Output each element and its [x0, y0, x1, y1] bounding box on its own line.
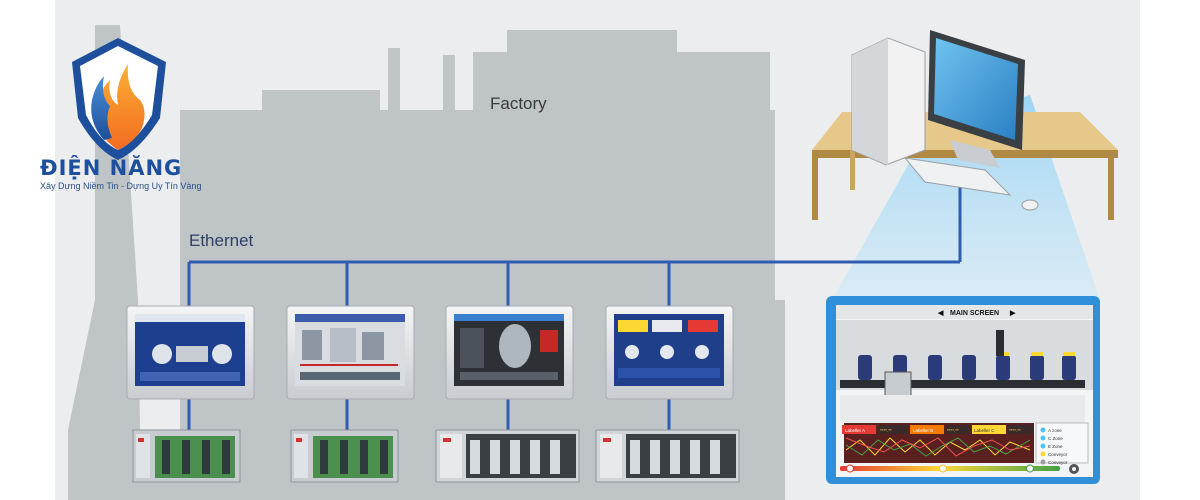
brand-tagline: Xây Dựng Niềm Tin - Dựng Uy Tín Vàng [40, 181, 202, 191]
legend-c-zone: C Zone [1048, 436, 1063, 441]
next-screen-arrow-icon[interactable]: ▶ [1009, 310, 1016, 317]
ethernet-label: Ethernet [189, 231, 254, 250]
prev-screen-arrow-icon[interactable]: ◀ [937, 310, 944, 317]
hmi-panel-icon [605, 305, 734, 400]
ethernet-network [187, 180, 962, 432]
tab-labeller-c[interactable]: Labeller C [974, 428, 995, 433]
hmi-panel-icon [286, 305, 415, 400]
shield-flame-logo [72, 38, 166, 160]
legend-e-zone: E Zone [1048, 444, 1063, 449]
main-screen-title: MAIN SCREEN [950, 310, 999, 317]
main-screen-tabs: Labeller A ****.** Labeller B ****.** La… [842, 425, 1034, 434]
legend-a-zone: A zone [1048, 428, 1062, 433]
tab-labeller-a[interactable]: Labeller A [845, 428, 865, 433]
factory-label: Factory [490, 94, 547, 113]
tab-value-a: ****.** [880, 428, 892, 433]
plc-module-icon [290, 429, 399, 483]
brand-name: ĐIỆN NĂNG [40, 156, 183, 180]
tab-value-b: ****.** [947, 428, 959, 433]
legend-conveyor-2: Conveyor [1048, 460, 1068, 465]
main-screen-legend: A zone C Zone E Zone Conveyor Conveyor [1040, 427, 1068, 465]
tab-value-c: ****.** [1009, 428, 1021, 433]
desktop-computer-icon [812, 30, 1118, 220]
hmi-panel-icon [445, 305, 574, 400]
tab-labeller-b[interactable]: Labeller B [913, 428, 933, 433]
hmi-panel-icon [126, 305, 255, 400]
plc-module-icon [595, 429, 740, 483]
plc-module-icon [132, 429, 241, 483]
plc-module-icon [435, 429, 580, 483]
legend-conveyor-1: Conveyor [1048, 452, 1068, 457]
